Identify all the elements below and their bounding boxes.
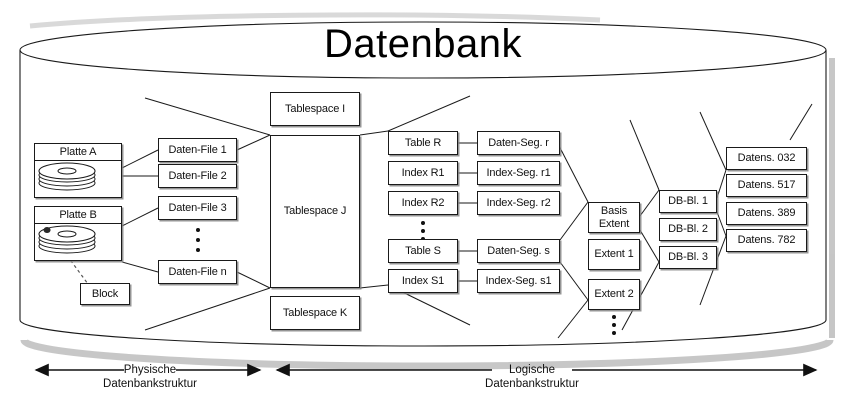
data-file-3[interactable]: Daten-File 3 — [158, 196, 237, 220]
db-block-1[interactable]: DB-Bl. 1 — [659, 190, 717, 213]
connector-lines-physical — [121, 149, 159, 273]
disk-platter-icon — [35, 224, 121, 260]
data-file-2[interactable]: Daten-File 2 — [158, 164, 237, 188]
cylinder-shadow — [20, 12, 835, 370]
table-s[interactable]: Table S — [388, 239, 458, 263]
index-s1[interactable]: Index S1 — [388, 269, 458, 293]
axis-label-logical: Logische Datenbankstruktur — [462, 363, 602, 392]
disk-platte-a-label: Platte A — [35, 144, 121, 161]
page-title: Datenbank — [324, 22, 522, 66]
axis-label-logical-line2: Datenbankstruktur — [485, 378, 579, 391]
record-517[interactable]: Datens. 517 — [726, 174, 807, 197]
data-file-1[interactable]: Daten-File 1 — [158, 138, 237, 162]
basis-extent-line2: Extent — [598, 217, 630, 230]
record-389[interactable]: Datens. 389 — [726, 202, 807, 225]
tablespace-i[interactable]: Tablespace I — [270, 92, 360, 126]
data-file-n[interactable]: Daten-File n — [158, 260, 237, 284]
extents-ellipsis — [611, 315, 616, 335]
daten-seg-r[interactable]: Daten-Seg. r — [477, 131, 560, 155]
disk-platte-a[interactable]: Platte A — [34, 143, 122, 198]
index-seg-r2[interactable]: Index-Seg. r2 — [477, 191, 560, 215]
extent-2[interactable]: Extent 2 — [588, 279, 640, 310]
disk-platte-b[interactable]: Platte B — [34, 206, 122, 261]
basis-extent-line1: Basis — [600, 204, 628, 217]
index-seg-r1[interactable]: Index-Seg. r1 — [477, 161, 560, 185]
record-782[interactable]: Datens. 782 — [726, 229, 807, 252]
db-block-2[interactable]: DB-Bl. 2 — [659, 218, 717, 241]
disk-platter-icon-svg — [38, 225, 96, 254]
axis-label-logical-line1: Logische — [508, 364, 556, 376]
index-r2[interactable]: Index R2 — [388, 191, 458, 215]
connector-lines-files-tablespace — [144, 97, 271, 331]
table-r[interactable]: Table R — [388, 131, 458, 155]
basis-extent[interactable]: Basis Extent — [588, 202, 640, 233]
disk-platter-icon — [35, 161, 121, 197]
index-r1[interactable]: Index R1 — [388, 161, 458, 185]
connector-lines-segment-extents — [555, 139, 589, 339]
tables-ellipsis — [420, 221, 425, 241]
disk-platte-b-label: Platte B — [35, 207, 121, 224]
axis-label-physical-line1: Physische — [123, 364, 177, 376]
record-032[interactable]: Datens. 032 — [726, 147, 807, 170]
tablespace-k[interactable]: Tablespace K — [270, 296, 360, 330]
index-seg-s1[interactable]: Index-Seg. s1 — [477, 269, 560, 293]
connector-lines-block-records — [699, 103, 813, 306]
connector-lines-extent-blocks — [621, 119, 660, 331]
data-files-ellipsis — [195, 228, 200, 252]
disk-platter-icon-svg — [38, 162, 96, 191]
db-block-3[interactable]: DB-Bl. 3 — [659, 246, 717, 269]
daten-seg-s[interactable]: Daten-Seg. s — [477, 239, 560, 263]
block-box[interactable]: Block — [80, 283, 130, 305]
tablespace-j[interactable]: Tablespace J — [270, 135, 360, 288]
connector-lines-table-segment — [458, 142, 477, 282]
axis-label-physical: Physische Datenbankstruktur — [80, 363, 220, 392]
axis-label-physical-line2: Datenbankstruktur — [103, 378, 197, 391]
extent-1[interactable]: Extent 1 — [588, 239, 640, 270]
